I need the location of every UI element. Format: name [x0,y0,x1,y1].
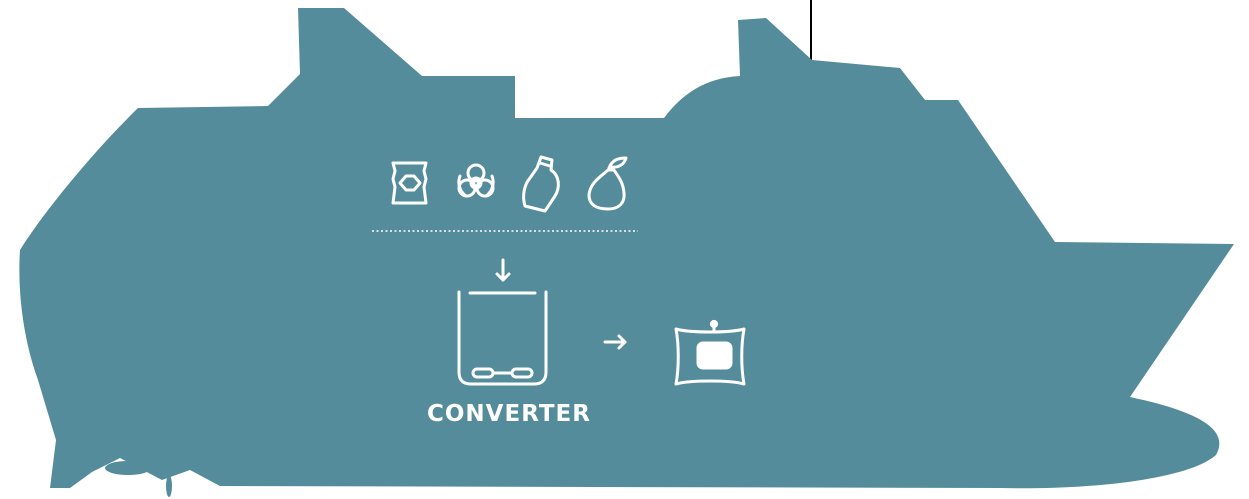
converter-label: CONVERTER [400,401,618,427]
ship-hull [19,8,1234,488]
